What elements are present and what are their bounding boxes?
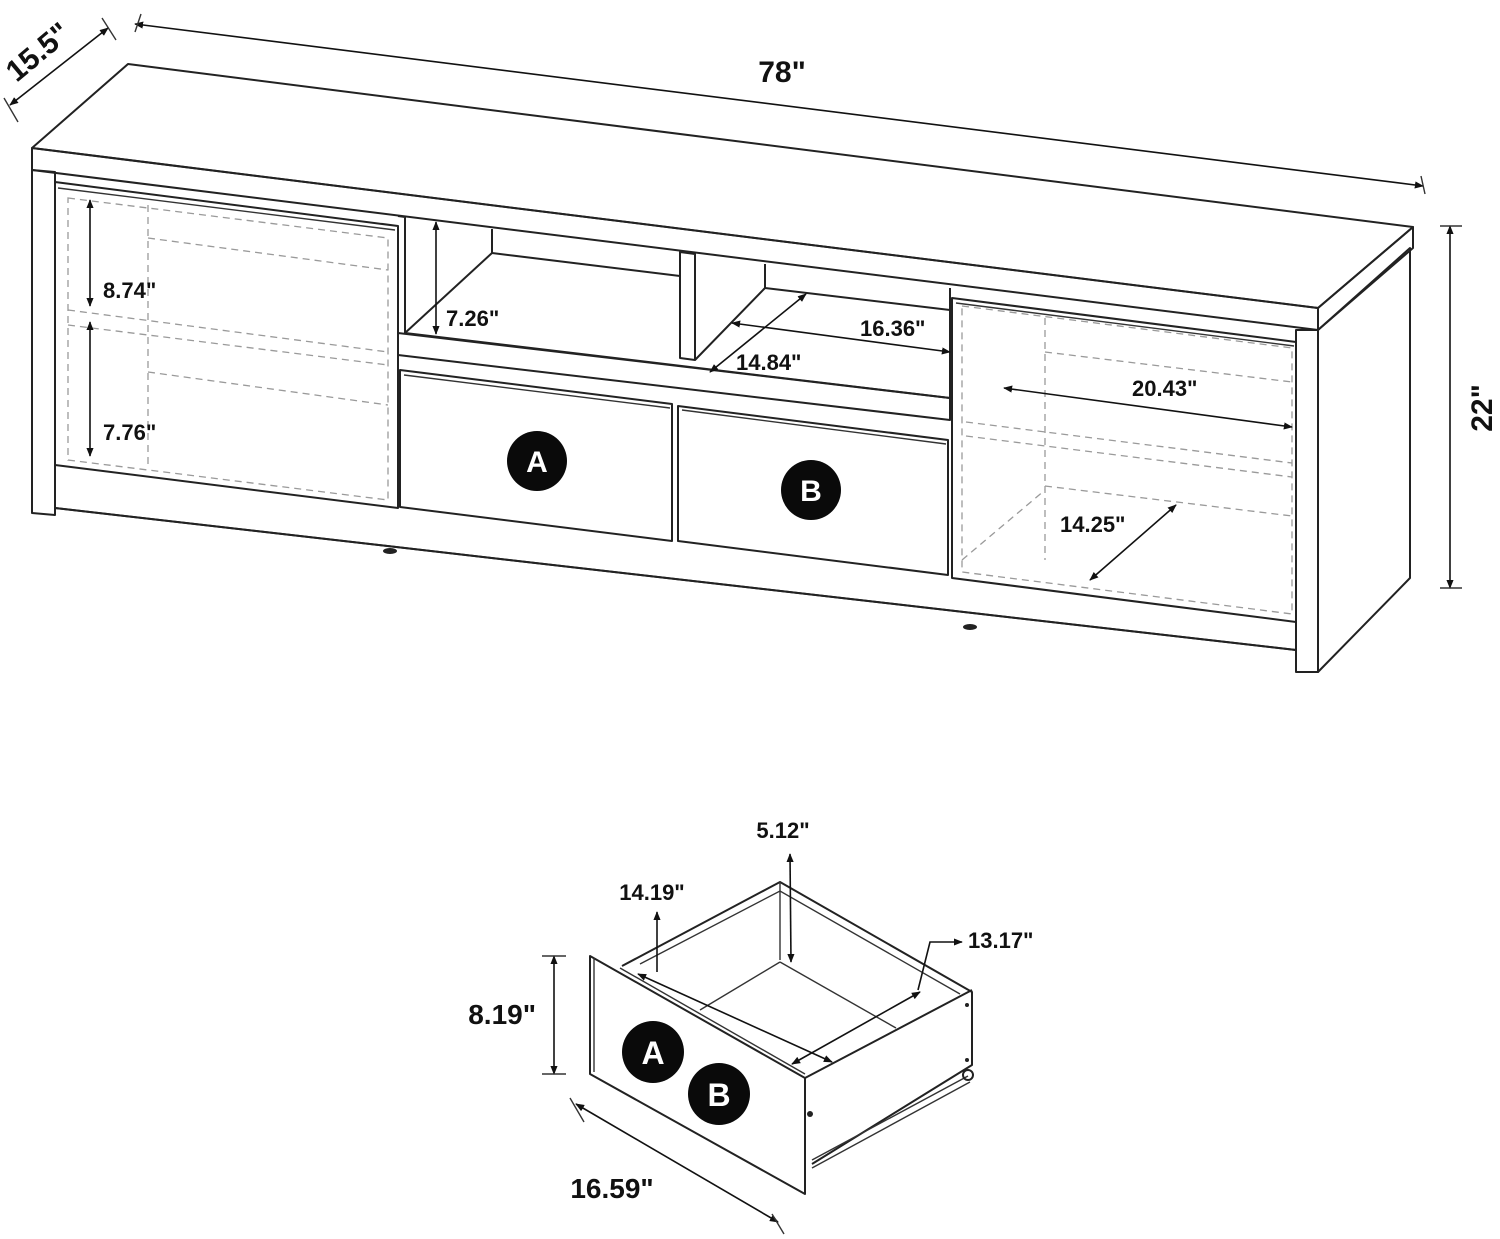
drawer-detail-b-badge	[688, 1063, 750, 1125]
right-cabinet-depth-label: 14.25"	[1060, 512, 1125, 537]
center-shelf-width-label: 16.36"	[860, 316, 925, 341]
right-cabinet: 20.43" 14.25"	[951, 297, 1297, 623]
tv-stand-body	[31, 63, 1414, 673]
center-shelf-depth-label: 14.84"	[736, 350, 801, 375]
overall-dimensions: 78" 15.5" 22"	[0, 13, 1499, 589]
right-cabinet-width-label: 20.43"	[1132, 376, 1197, 401]
overall-depth-label: 15.5"	[0, 16, 77, 88]
left-upper-shelf-height-label: 8.74"	[103, 278, 156, 303]
drawer-inner-depth-label: 13.17"	[968, 928, 1033, 953]
left-lower-shelf-height-label: 7.76"	[103, 420, 156, 445]
drawer-front-width-label: 16.59"	[570, 1173, 653, 1204]
drawer-b-label: B	[800, 475, 822, 508]
overall-width-label: 78"	[758, 56, 806, 89]
drawer-b-badge	[781, 460, 841, 520]
drawer-inner-height-label: 5.12"	[756, 818, 809, 843]
drawer-detail-b-label: B	[707, 1077, 730, 1113]
center-shelf-height-label: 7.26"	[446, 306, 499, 331]
center-open-shelf: 7.26" 16.36" 14.84"	[397, 215, 951, 421]
drawer-a-badge	[507, 431, 567, 491]
drawer-detail: 5.12" 14.19" 13.17" 8.19" 16.59" A B	[468, 818, 1033, 1235]
drawers: A B	[399, 369, 949, 576]
drawer-detail-a-badge	[622, 1021, 684, 1083]
overall-height-label: 22"	[1466, 384, 1499, 432]
drawer-a-label: A	[526, 446, 548, 479]
drawer-inner-width-label: 14.19"	[619, 880, 684, 905]
left-cabinet: 8.74" 7.76"	[54, 181, 399, 509]
drawer-front-height-label: 8.19"	[468, 999, 536, 1030]
drawer-detail-a-label: A	[641, 1035, 664, 1071]
